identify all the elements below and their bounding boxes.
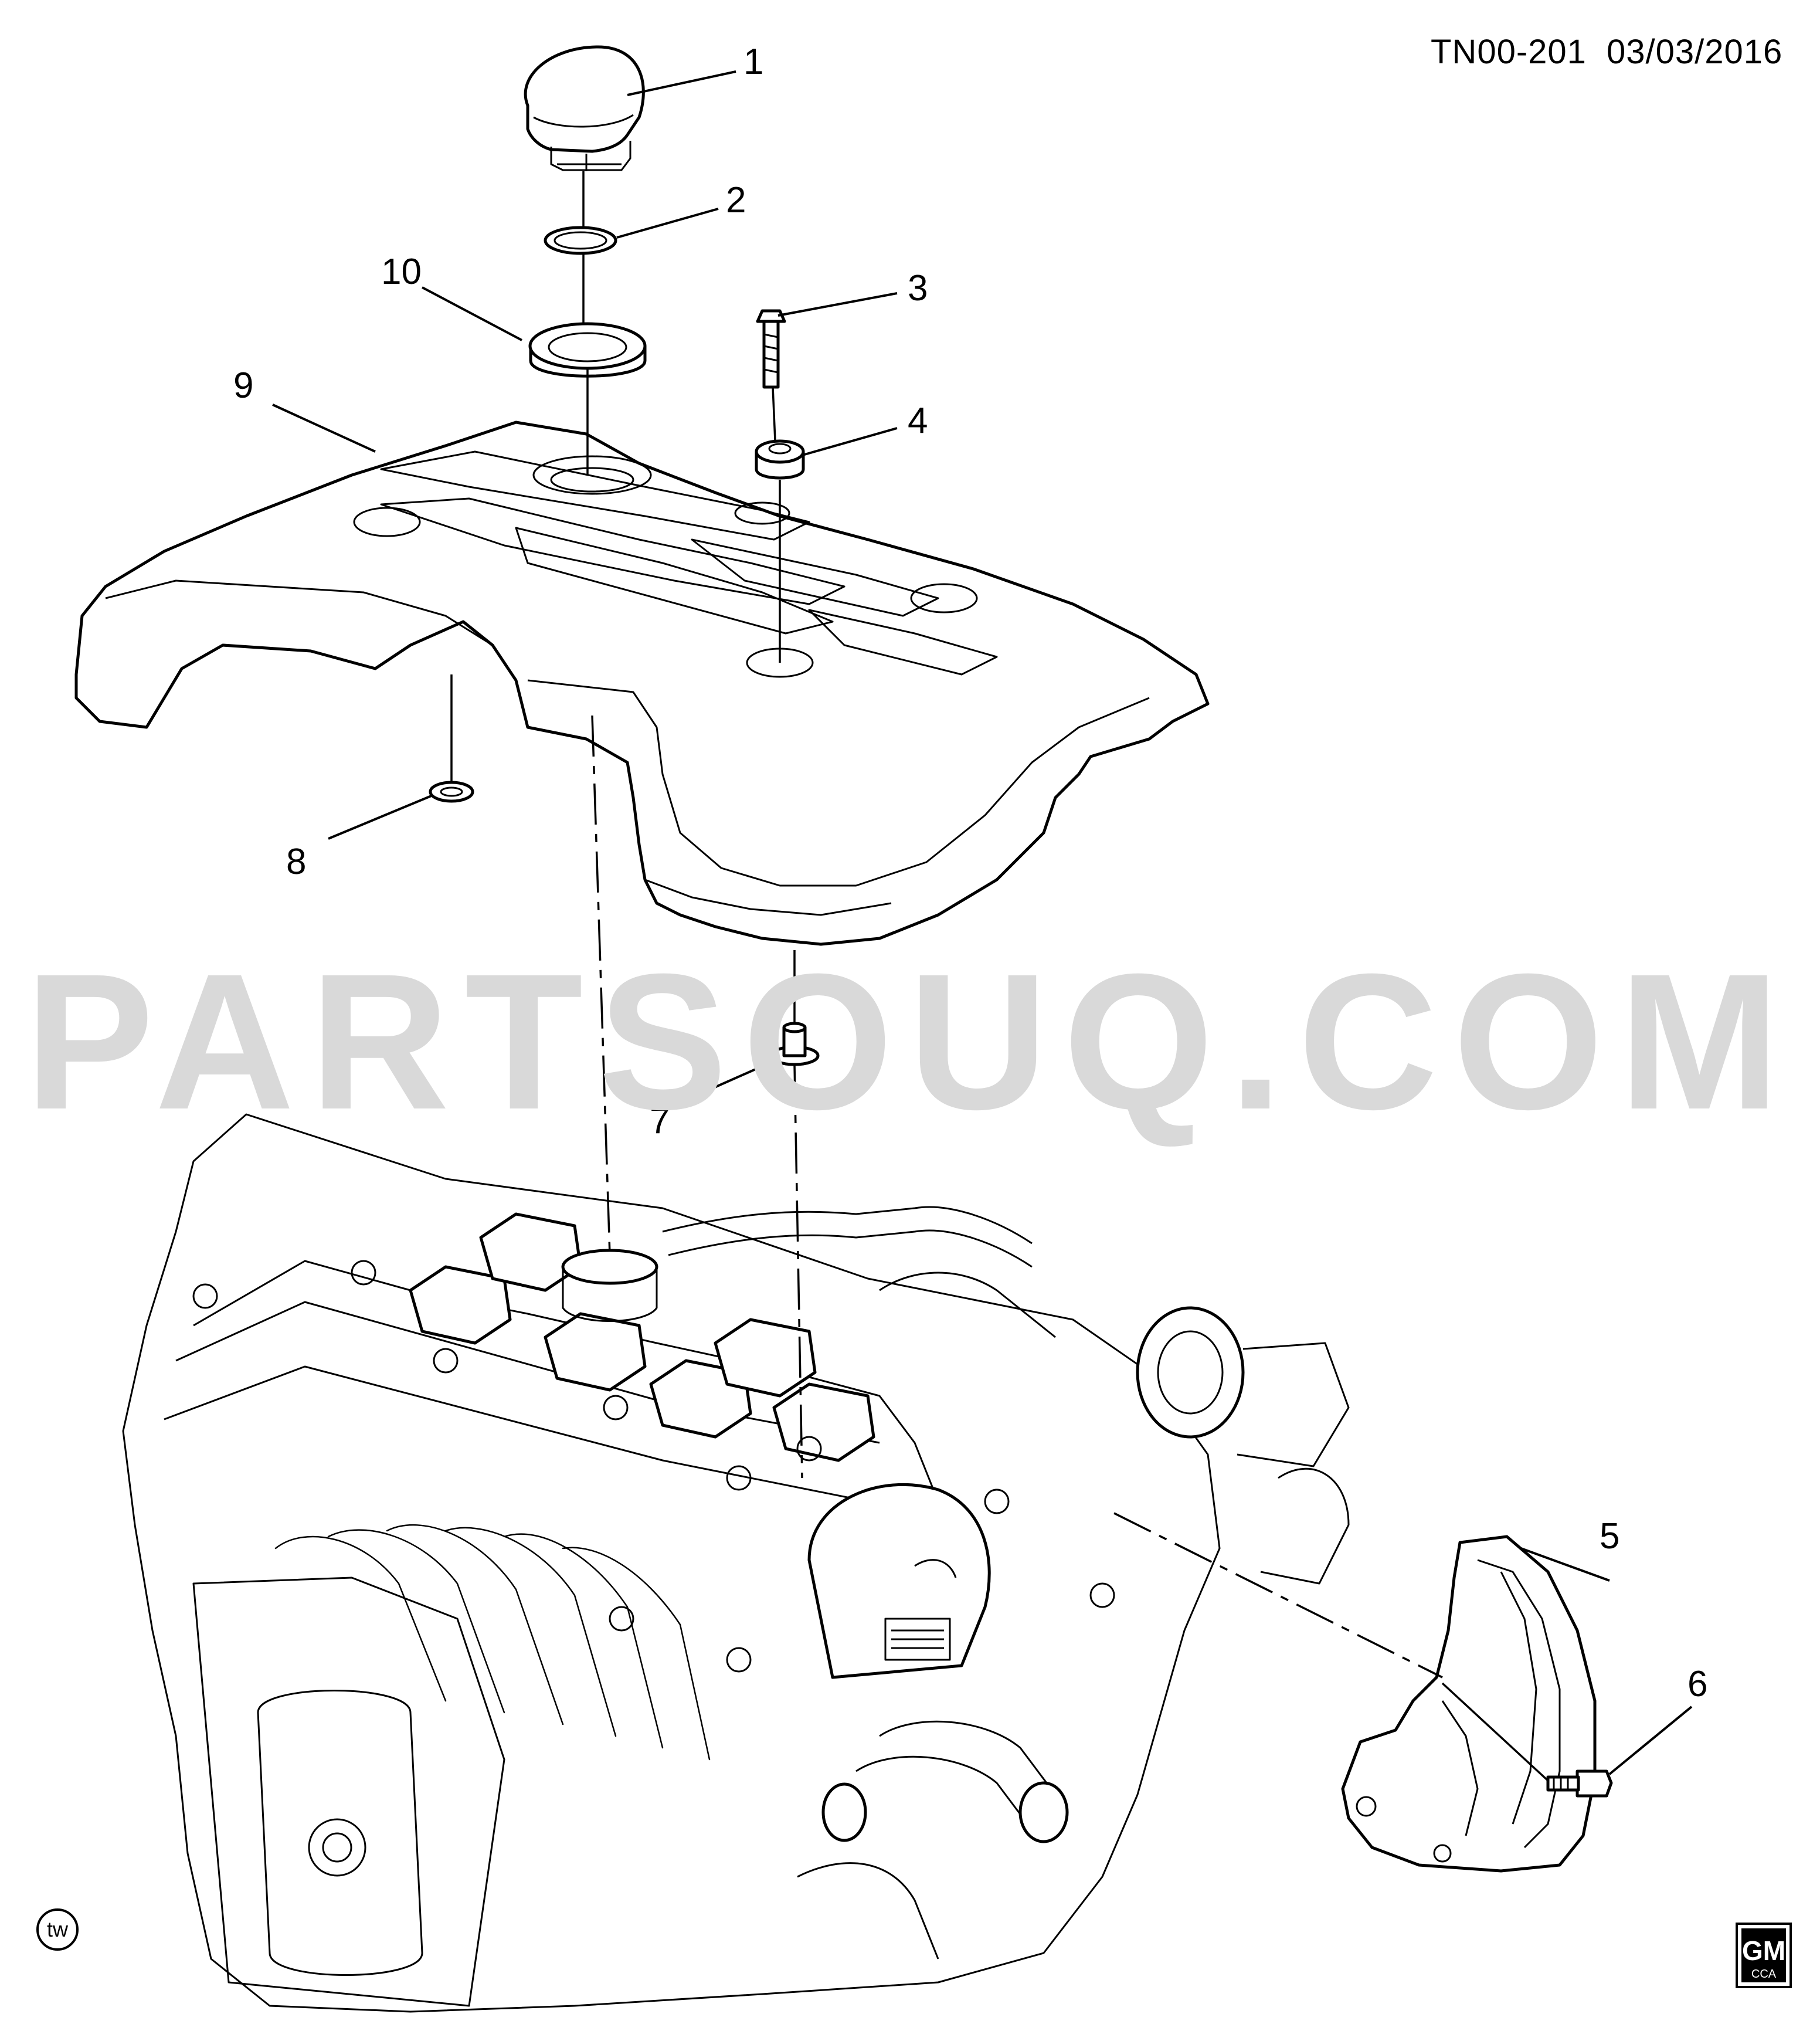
cover-boss-rear (734, 501, 790, 525)
engine-assembly (122, 1113, 1350, 2013)
part-6-bolt (1546, 1769, 1613, 1798)
leader-lines (272, 70, 1693, 1775)
part-5-bracket (1341, 1535, 1597, 1873)
tw-badge-text: tw (47, 1917, 69, 1941)
callout-10: 10 (381, 252, 422, 292)
callout-1: 1 (743, 42, 763, 82)
oil-fill-neck (561, 1249, 658, 1285)
callout-9: 9 (233, 365, 253, 406)
part-10-seal (528, 322, 647, 378)
callout-8: 8 (286, 842, 306, 882)
gm-logo-text: GM (1742, 1935, 1785, 1966)
part-1-oil-filler-cap (524, 45, 645, 171)
vacuum-pump (807, 1483, 991, 1679)
callout-6: 6 (1687, 1664, 1707, 1704)
part-7-stud (769, 1022, 820, 1066)
part-8-washer (429, 781, 474, 803)
throttle-body (1136, 1306, 1350, 1585)
watermark: PARTSOUQ.COM (25, 933, 1795, 1150)
diagram-date: 03/03/2016 (1607, 33, 1782, 71)
ignition-coils (409, 1212, 875, 1462)
callout-numbers: 1 2 3 4 5 6 7 8 9 10 (233, 42, 1707, 1704)
callout-2: 2 (726, 180, 746, 221)
cover-oil-fill-opening (532, 455, 652, 495)
part-3-bolt (756, 309, 786, 389)
engine-bolt-heads (192, 1260, 1115, 1673)
part-2-o-ring (544, 226, 617, 255)
callout-5: 5 (1600, 1516, 1619, 1557)
callout-3: 3 (908, 268, 928, 308)
part-4-grommet (755, 439, 805, 480)
assembly-lines (450, 171, 1549, 1782)
gm-logo: GM CCA (1736, 1923, 1792, 1988)
gm-logo-subtext: CCA (1751, 1968, 1777, 1981)
tw-badge: tw (36, 1908, 79, 1951)
part-9-engine-cover (74, 421, 1210, 946)
callout-4: 4 (908, 401, 928, 441)
diagram-code: TN00-201 (1431, 33, 1587, 71)
cover-boss-left (353, 507, 421, 537)
cover-boss-right (910, 583, 978, 613)
callout-7: 7 (650, 1101, 670, 1141)
